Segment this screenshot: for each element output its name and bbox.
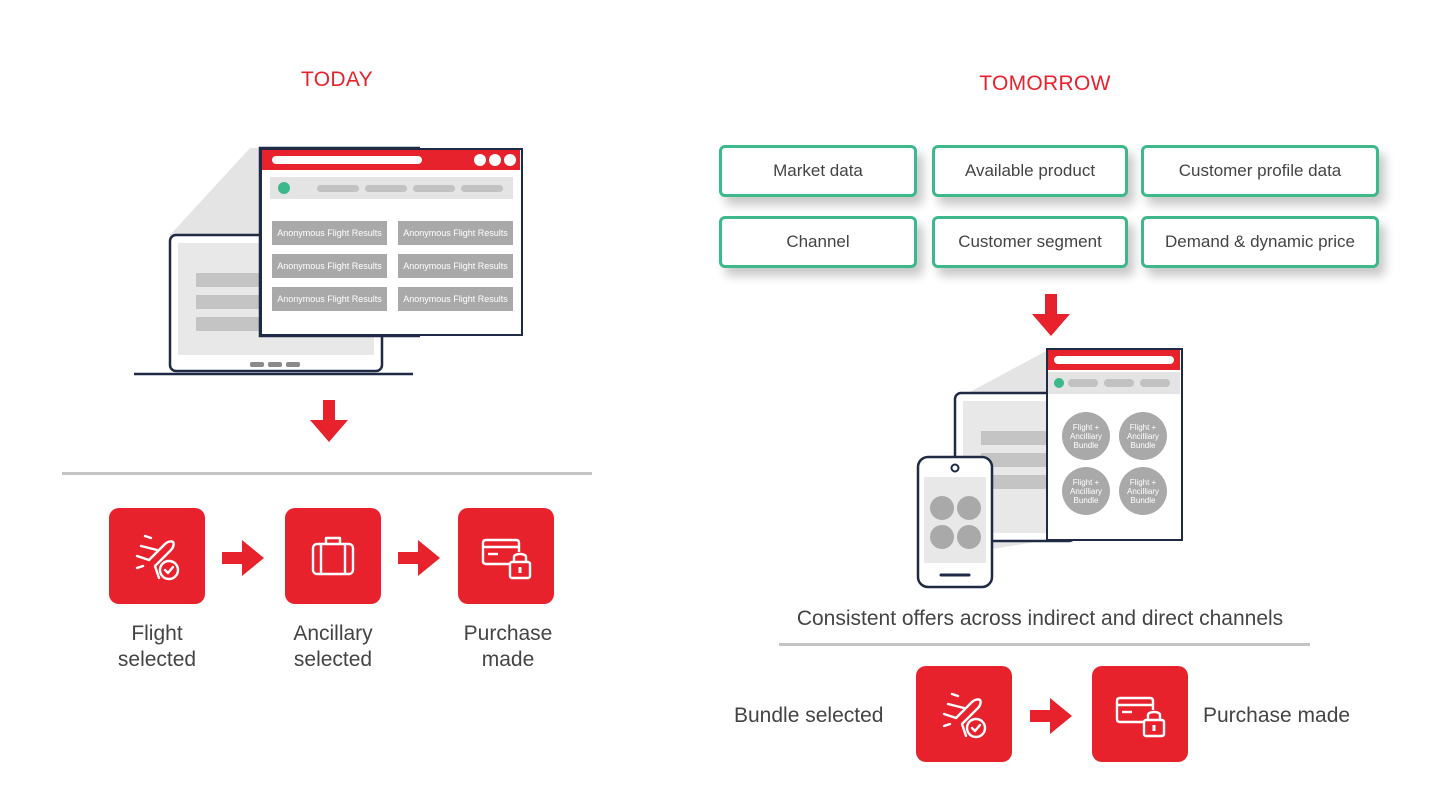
browser-dot-1 [474,154,486,166]
browser-url-bar [1054,356,1174,364]
tomorrow-browser-window: Flight + Ancilliary Bundle Flight + Anci… [1046,348,1183,541]
bundle-offer: Flight + Ancilliary Bundle [1119,467,1167,515]
bundle-offer: Flight + Ancilliary Bundle [1119,412,1167,460]
green-status-dot [278,182,290,194]
data-box-available-product: Available product [932,145,1128,197]
card-lock-icon [1115,696,1166,738]
purchase-made-tile [458,508,554,604]
plane-check-icon [135,534,180,581]
flight-result: Anonymous Flight Results [272,221,387,245]
today-title: TODAY [301,68,373,91]
tomorrow-divider [779,643,1310,646]
tomorrow-devices-illustration [916,350,1077,589]
flight-result: Anonymous Flight Results [398,254,513,278]
flight-selected-tile [109,508,205,604]
data-box-channel: Channel [719,216,917,268]
bundle-offer: Flight + Ancilliary Bundle [1062,467,1110,515]
tomorrow-down-arrow [1032,294,1070,336]
flight-result: Anonymous Flight Results [398,287,513,311]
browser-dot-2 [489,154,501,166]
data-box-market-data: Market data [719,145,917,197]
nav-pill [1104,379,1134,387]
data-box-demand-dynamic-price: Demand & dynamic price [1141,216,1379,268]
nav-pill [365,185,407,192]
plane-check-icon [942,692,987,739]
data-box-customer-profile-data: Customer profile data [1141,145,1379,197]
browser-dot-3 [504,154,516,166]
bundle-selected-label: Bundle selected [734,704,884,727]
nav-pill [461,185,503,192]
today-browser-window: Anonymous Flight Results Anonymous Fligh… [260,148,523,336]
bundle-selected-tile [916,666,1012,762]
nav-pill [413,185,455,192]
tomorrow-arrow [1030,698,1072,734]
suitcase-icon [311,536,355,576]
today-divider [62,472,592,475]
flight-result: Anonymous Flight Results [272,287,387,311]
tomorrow-purchase-tile [1092,666,1188,762]
green-status-dot [1054,378,1064,388]
today-down-arrow [310,400,348,442]
card-lock-icon [481,538,532,580]
ancillary-selected-tile [285,508,381,604]
data-box-customer-segment: Customer segment [932,216,1128,268]
nav-pill [1140,379,1170,387]
flight-result: Anonymous Flight Results [272,254,387,278]
today-arrow-1 [222,540,264,576]
tomorrow-title: TOMORROW [979,72,1111,95]
flight-result: Anonymous Flight Results [398,221,513,245]
nav-pill [317,185,359,192]
tomorrow-purchase-made-label: Purchase made [1203,704,1351,727]
today-arrow-2 [398,540,440,576]
channels-caption: Consistent offers across indirect and di… [796,607,1284,630]
nav-pill [1068,379,1098,387]
bundle-offer: Flight + Ancilliary Bundle [1062,412,1110,460]
browser-url-bar [272,156,422,164]
